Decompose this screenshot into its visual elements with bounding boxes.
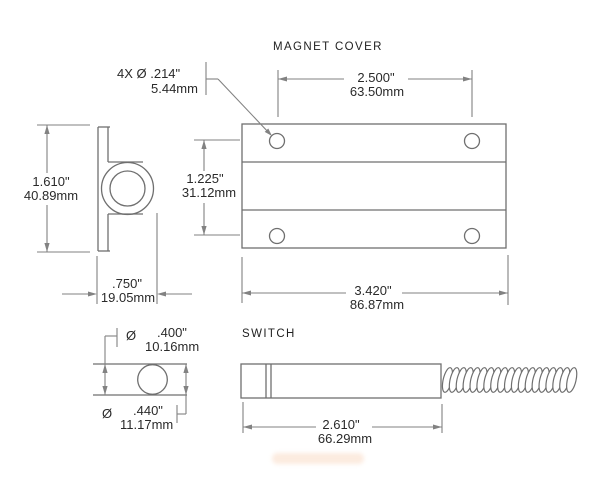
dim-cover-depth-in: .750" <box>112 276 142 291</box>
dim-hole-pitch-x-arrows <box>278 76 472 82</box>
dim-switch-length-mm: 66.29mm <box>317 431 373 446</box>
coil-cable <box>441 367 578 393</box>
mounting-hole-bottom-right <box>463 227 481 245</box>
dim-hole-pitch-x-in: 2.500" <box>357 70 395 85</box>
dim-cover-depth-arrows <box>88 291 166 297</box>
dim-cover-height-arrows <box>44 125 50 252</box>
hole-callout-leader <box>205 62 271 135</box>
switch-body-outline <box>240 363 442 399</box>
dim-cover-depth-mm: 19.05mm <box>100 290 156 305</box>
side-boss-outer-circle <box>100 161 155 216</box>
dim-hole-dia-line2: 5.44mm <box>151 81 198 96</box>
mounting-hole-bottom-left <box>268 227 286 245</box>
dim-dia-small-symbol: Ø <box>126 328 137 343</box>
hole-callout-arrowhead <box>264 128 272 136</box>
magnet-cover-front-view <box>241 123 507 249</box>
dim-hole-pitch-y-mm: 31.12mm <box>181 185 237 200</box>
dim-cover-height-in: 1.610" <box>32 174 70 189</box>
switch-diameter-arrowheads <box>102 364 189 395</box>
dim-dia-large-mm: 11.17mm <box>120 417 174 432</box>
cover-outline <box>241 123 507 249</box>
dim-hole-dia-line1: 4X Ø .214" <box>117 66 181 81</box>
magnet-cover-title: MAGNET COVER <box>273 41 383 53</box>
dim-hole-pitch-x <box>277 70 473 117</box>
dim-cover-length-mm: 86.87mm <box>349 297 405 312</box>
switch-body <box>240 363 442 399</box>
watermark-smudge <box>272 453 364 464</box>
dim-dia-small-in: .400" <box>157 325 187 340</box>
side-boss-inner-circle <box>109 170 146 207</box>
dim-cover-depth <box>62 213 192 304</box>
mounting-hole-top-left <box>268 132 286 150</box>
dim-hole-pitch-y-in: 1.225" <box>186 171 224 186</box>
dim-dia-large-in: .440" <box>133 403 163 418</box>
dim-hole-pitch-y-arrows <box>201 140 207 235</box>
dim-switch-length-arrows <box>243 424 442 430</box>
dim-switch-length <box>242 402 443 433</box>
dim-dia-small-mm: 10.16mm <box>145 339 200 354</box>
dim-cover-length <box>241 255 509 305</box>
switch-end-view <box>93 363 187 396</box>
magnet-cover-side-view <box>97 126 155 252</box>
dim-cover-height-mm: 40.89mm <box>23 188 79 203</box>
mounting-hole-top-right <box>463 132 481 150</box>
switch-title: SWITCH <box>242 328 296 340</box>
dim-cover-length-arrows <box>242 290 508 296</box>
dim-cover-length-in: 3.420" <box>354 283 392 298</box>
dim-hole-pitch-x-mm: 63.50mm <box>349 84 405 99</box>
dim-dia-large-symbol: Ø <box>102 406 113 421</box>
switch-end-circle <box>137 364 168 395</box>
dim-switch-length-in: 2.610" <box>322 417 360 432</box>
